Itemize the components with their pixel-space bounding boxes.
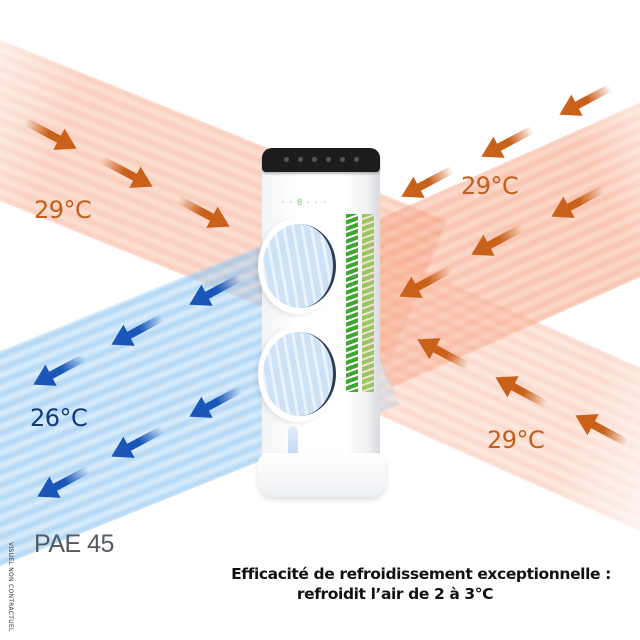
temperature-label-warm-right-bottom: 29°C	[487, 426, 545, 454]
caption: Efficacité de refroidissement exceptionn…	[180, 564, 640, 604]
warm-arrow-icon	[489, 366, 552, 416]
warm-arrow-icon	[545, 178, 608, 228]
temperature-label-warm-left: 29°C	[34, 196, 92, 224]
warm-arrow-icon	[465, 216, 528, 266]
water-level-window	[288, 426, 298, 464]
temperature-label-cool: 26°C	[30, 404, 88, 432]
disclaimer-text: VISUEL NON CONTRACTUEL	[7, 542, 14, 632]
upper-fan-grille	[258, 218, 338, 314]
warm-arrow-icon	[95, 148, 158, 198]
cool-arrow-icon	[105, 418, 168, 468]
device-base	[258, 453, 386, 497]
cool-arrow-icon	[183, 378, 246, 428]
cool-arrow-icon	[27, 346, 90, 396]
cool-arrow-icon	[183, 266, 246, 316]
warm-arrow-icon	[553, 76, 616, 126]
warm-arrow-icon	[569, 404, 632, 454]
device-body: ··8···	[258, 168, 380, 468]
display-digits: 8	[296, 198, 306, 208]
power-button-icon	[284, 157, 289, 162]
warm-arrow-icon	[19, 110, 82, 160]
lower-fan-grille	[258, 326, 338, 422]
caption-line-2: refroidit l’air de 2 à 3°C	[296, 585, 494, 603]
side-air-intake-vent	[346, 214, 376, 394]
timer-button-icon	[340, 157, 345, 162]
control-display: ··8···	[280, 198, 331, 208]
caption-line-1: Efficacité de refroidissement exceptionn…	[231, 565, 611, 583]
cool-arrow-icon	[31, 458, 94, 508]
control-panel	[262, 148, 380, 172]
speed-button-icon	[312, 157, 317, 162]
warm-arrow-icon	[393, 258, 456, 308]
warm-arrow-icon	[172, 188, 235, 238]
model-name: PAE 45	[34, 530, 114, 558]
cool-arrow-icon	[105, 306, 168, 356]
warm-arrow-icon	[475, 118, 538, 168]
air-cooler-device: ··8···	[258, 148, 388, 503]
warm-arrow-icon	[411, 328, 474, 378]
temperature-label-warm-right-top: 29°C	[461, 172, 519, 200]
swing-button-icon	[326, 157, 331, 162]
mode-button-icon	[298, 157, 303, 162]
cool-button-icon	[354, 157, 359, 162]
warm-arrow-icon	[395, 158, 458, 208]
